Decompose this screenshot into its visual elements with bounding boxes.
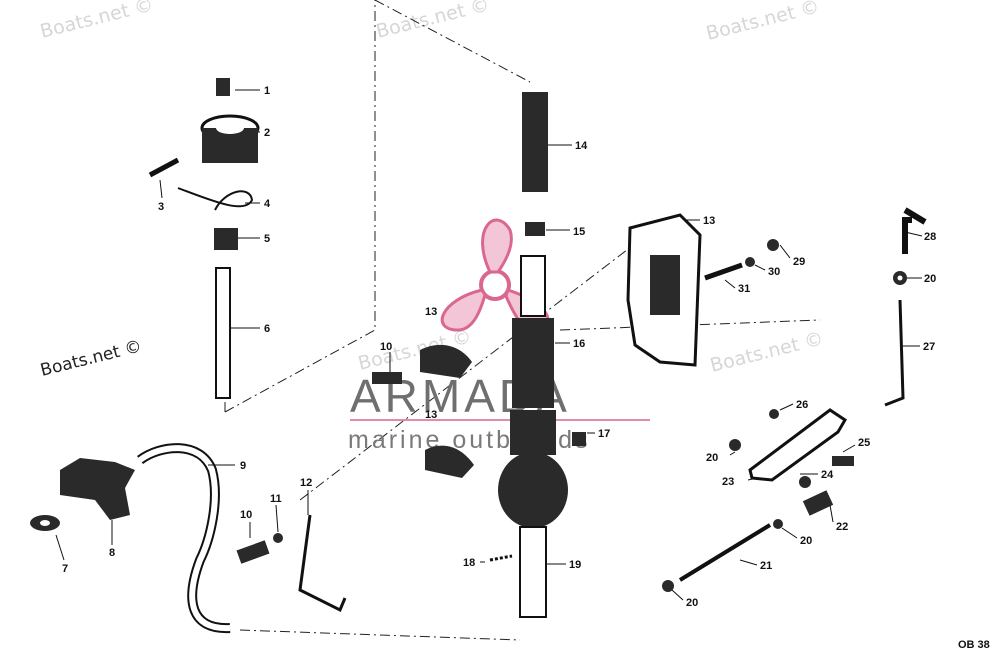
- assembly-line-bracket: [299, 239, 641, 501]
- part-gear-housing: [200, 114, 260, 163]
- part-rod-link: [298, 514, 347, 613]
- part-handle-rod: [902, 207, 927, 254]
- watermark-mid-left: Boats.net ©: [38, 336, 143, 380]
- callout-26: 26: [796, 399, 808, 411]
- callout-19: 19: [569, 559, 581, 571]
- diagram-code: OB 38: [958, 639, 990, 651]
- watermark-top-right: Boats.net ©: [704, 0, 822, 45]
- assembly-line-right: [559, 319, 821, 331]
- part-bushing-top: [525, 222, 545, 236]
- part-pin-small: [489, 554, 513, 562]
- part-nut-20b: [773, 519, 783, 529]
- callout-5: 5: [264, 233, 270, 245]
- part-bolt-25: [832, 456, 854, 466]
- assembly-line-bottom: [239, 629, 521, 641]
- callout-4: 4: [264, 198, 271, 210]
- callout-9: 9: [240, 460, 246, 472]
- part-nut-29: [767, 239, 779, 251]
- callout-20-handle: 20: [924, 273, 936, 285]
- callout-23: 23: [722, 476, 734, 488]
- part-bolt-center: [372, 372, 402, 384]
- watermark-top-left: Boats.net ©: [38, 0, 156, 43]
- part-pin: [148, 157, 180, 178]
- part-long-rod: [884, 299, 905, 407]
- callout-11: 11: [270, 493, 282, 505]
- callout-20-link: 20: [706, 452, 718, 464]
- part-clamp-lower: [425, 445, 474, 478]
- callout-21: 21: [760, 560, 772, 572]
- part-link-arm: [748, 408, 848, 482]
- callout-6: 6: [264, 323, 270, 335]
- callout-14: 14: [575, 140, 588, 152]
- watermark-mid-right: Boats.net ©: [708, 327, 826, 376]
- callout-13-lower-clamp: 13: [425, 409, 437, 421]
- callout-28: 28: [924, 231, 936, 243]
- callout-labels: 1 2 3 4 5 6 7 8 9 10 10 11 12 13 13 13 1…: [62, 85, 936, 609]
- callout-22: 22: [836, 521, 848, 533]
- callout-7: 7: [62, 563, 68, 575]
- callout-16: 16: [573, 338, 585, 350]
- callout-leaders: [55, 89, 923, 601]
- part-clip: [177, 187, 254, 211]
- armada-logo: ARMADA marine outboards: [348, 218, 650, 454]
- part-washer-small: [273, 533, 283, 543]
- part-nut-20a: [729, 439, 741, 451]
- callout-20-bottom: 20: [686, 597, 698, 609]
- part-bracket: [626, 213, 702, 367]
- callout-3: 3: [158, 201, 164, 213]
- part-washer-20d: [893, 271, 907, 285]
- part-nut-20c: [662, 580, 674, 592]
- callout-13-upper-clamp: 13: [425, 306, 437, 318]
- callout-18: 18: [463, 557, 475, 569]
- part-rod-21: [678, 523, 772, 582]
- part-washer-30: [745, 257, 755, 267]
- part-washer-26: [769, 409, 779, 419]
- callout-10-upper: 10: [380, 341, 392, 353]
- callout-29: 29: [793, 256, 805, 268]
- part-screw: [216, 78, 230, 96]
- callout-25: 25: [858, 437, 870, 449]
- part-bolt: [236, 540, 270, 564]
- part-coupler: [214, 228, 238, 250]
- part-shaft: [215, 267, 231, 399]
- part-nut: [572, 432, 586, 446]
- callout-24: 24: [821, 469, 834, 481]
- part-ball-joint: [802, 490, 834, 516]
- callout-13-bracket: 13: [703, 215, 715, 227]
- watermark-top-center: Boats.net ©: [374, 0, 492, 43]
- callout-30: 30: [768, 266, 780, 278]
- part-steering-tube: [498, 255, 568, 528]
- part-stud: [704, 262, 743, 281]
- part-handle-grip: [60, 458, 135, 520]
- callout-31: 31: [738, 283, 750, 295]
- callout-27: 27: [923, 341, 935, 353]
- callout-10-lower: 10: [240, 509, 252, 521]
- callout-17: 17: [598, 428, 610, 440]
- callout-12: 12: [300, 477, 312, 489]
- callout-1: 1: [264, 85, 270, 97]
- callout-20-rod: 20: [800, 535, 812, 547]
- part-hose: [137, 443, 231, 634]
- callout-15: 15: [573, 226, 585, 238]
- callout-2: 2: [264, 127, 270, 139]
- part-spring: [522, 92, 548, 192]
- part-washer: [30, 515, 60, 531]
- part-lower-tube: [519, 526, 547, 618]
- part-clamp-upper: [420, 344, 472, 378]
- part-washer-24: [799, 476, 811, 488]
- callout-8: 8: [109, 547, 115, 559]
